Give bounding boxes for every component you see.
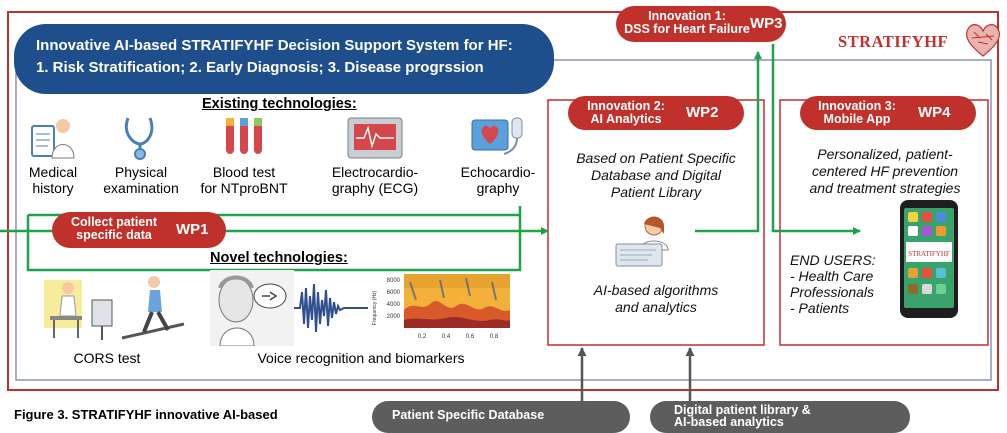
digital-library-pill: Digital patient library & AI-based analy… [650, 401, 910, 433]
collect-wp: WP1 [176, 221, 209, 238]
medical-history-1: Medical [28, 164, 78, 180]
end-users: END USERS: - Health Care Professionals -… [790, 252, 900, 316]
innovation2-description: Based on Patient Specific Database and D… [552, 150, 760, 201]
cors-test-illustration [44, 276, 185, 340]
collect-data-pill: Collect patient specific data WP1 [52, 212, 226, 248]
innovation1-label-1: Innovation 1: [648, 9, 726, 23]
stethoscope-icon [125, 117, 154, 160]
voice-label: Voice recognition and biomarkers [257, 350, 465, 366]
ecg-icon [347, 117, 403, 159]
innovation2-algorithms: AI-based algorithms and analytics [552, 282, 760, 316]
blood-test-2: for NTproBNT [200, 180, 288, 196]
medical-history-label: Medical history [10, 164, 96, 196]
end-users-3: - Patients [790, 300, 850, 316]
library-line-1: Digital patient library & [674, 403, 811, 417]
algo-line-2: and analytics [615, 299, 697, 315]
outer-frame [7, 11, 999, 391]
end-users-2: Professionals [790, 284, 875, 300]
existing-heading: Existing technologies: [202, 96, 357, 112]
echo-1: Echocardio- [460, 164, 536, 180]
voice-speaker-illustration [210, 270, 294, 346]
echo-label: Echocardio- graphy [448, 164, 548, 196]
innovation2-desc-2: Database and Digital [591, 167, 721, 183]
spectrogram-ytick: 8000 [387, 278, 401, 284]
banner-line-2: 1. Risk Stratification; 2. Early Diagnos… [36, 59, 484, 76]
innovation3-label-1: Innovation 3: [818, 99, 896, 113]
innovation3-description: Personalized, patient- centered HF preve… [784, 146, 986, 197]
stratifyhf-logo: STRATIFYHF [838, 32, 949, 51]
spectrogram-ytick: 6000 [387, 290, 401, 296]
innovation3-desc-1: Personalized, patient- [817, 146, 953, 162]
end-users-title: END USERS: [790, 252, 876, 268]
to-app-arrow [771, 44, 861, 235]
spectrogram-xtick: 0.6 [466, 334, 475, 340]
innovation3-desc-2: centered HF prevention [811, 163, 959, 179]
end-users-1: - Health Care [790, 268, 874, 284]
collect-label-1: Collect patient [70, 215, 158, 229]
innovation1-wp: WP3 [750, 15, 783, 32]
echo-2: graphy [476, 180, 520, 196]
innovation3-label-2: Mobile App [823, 112, 891, 126]
blood-test-label: Blood test for NTproBNT [194, 164, 294, 196]
physical-exam-label: Physical examination [92, 164, 190, 196]
spectrogram-ytick: 2000 [387, 314, 401, 320]
analyst-icon [615, 216, 669, 267]
innovation3-desc-3: and treatment strategies [809, 180, 961, 196]
digital-library-label: Digital patient library & AI-based analy… [674, 403, 811, 429]
patient-db-pill: Patient Specific Database [372, 401, 630, 433]
spectrogram-xtick: 0.4 [442, 334, 451, 340]
figure-caption: Figure 3. STRATIFYHF innovative AI-based [14, 407, 278, 422]
innovation1-label-2: DSS for Heart Failure [624, 22, 750, 36]
spectrogram-ylabel: Frequency (Hz) [372, 290, 378, 325]
physical-exam-2: examination [103, 180, 179, 196]
physical-exam-1: Physical [114, 164, 168, 180]
innovation2-wp: WP2 [686, 104, 719, 121]
collect-label-2: specific data [76, 228, 152, 242]
innovation3-wp: WP4 [918, 104, 951, 121]
spectrogram-ytick: 4000 [387, 302, 401, 308]
spectrogram-xtick: 0.2 [418, 334, 427, 340]
innovation1-pill: Innovation 1: DSS for Heart Failure WP3 [616, 6, 786, 42]
innovation2-desc-1: Based on Patient Specific [576, 150, 736, 166]
medical-history-icon [31, 119, 75, 159]
medical-history-2: history [32, 180, 74, 196]
algo-line-1: AI-based algorithms [593, 282, 719, 298]
to-dss-arrow [695, 51, 762, 233]
system-banner: Innovative AI-based STRATIFYHF Decision … [14, 24, 554, 94]
innovation2-desc-3: Patient Library [610, 184, 702, 200]
innovation2-pill: Innovation 2: AI Analytics WP2 [568, 96, 744, 130]
ecg-label: Electrocardio- graphy (ECG) [320, 164, 430, 196]
innovation3-pill: Innovation 3: Mobile App WP4 [800, 96, 976, 130]
innovation2-label-1: Innovation 2: [587, 99, 665, 113]
echocardiography-icon [471, 117, 523, 155]
spectrogram-xtick: 0.8 [490, 334, 499, 340]
library-line-2: AI-based analytics [674, 415, 784, 429]
spectrogram-graphic: Frequency (Hz) 8000 6000 4000 2000 0.2 0… [372, 274, 510, 340]
patient-db-label: Patient Specific Database [392, 408, 545, 422]
ecg-1: Electrocardio- [331, 164, 419, 180]
banner-line-1: Innovative AI-based STRATIFYHF Decision … [36, 37, 513, 54]
waveform-graphic [294, 283, 368, 333]
heart-logo-icon [965, 24, 1001, 57]
blood-test-icon [226, 118, 262, 154]
smartphone-icon: STRATIFYHF [900, 200, 958, 318]
svg-text:STRATIFYHF: STRATIFYHF [908, 250, 950, 258]
ecg-2: graphy (ECG) [331, 180, 419, 196]
novel-heading: Novel technologies: [210, 250, 348, 266]
cors-test-label: CORS test [73, 350, 141, 366]
blood-test-1: Blood test [212, 164, 276, 180]
innovation2-label-2: AI Analytics [590, 112, 662, 126]
